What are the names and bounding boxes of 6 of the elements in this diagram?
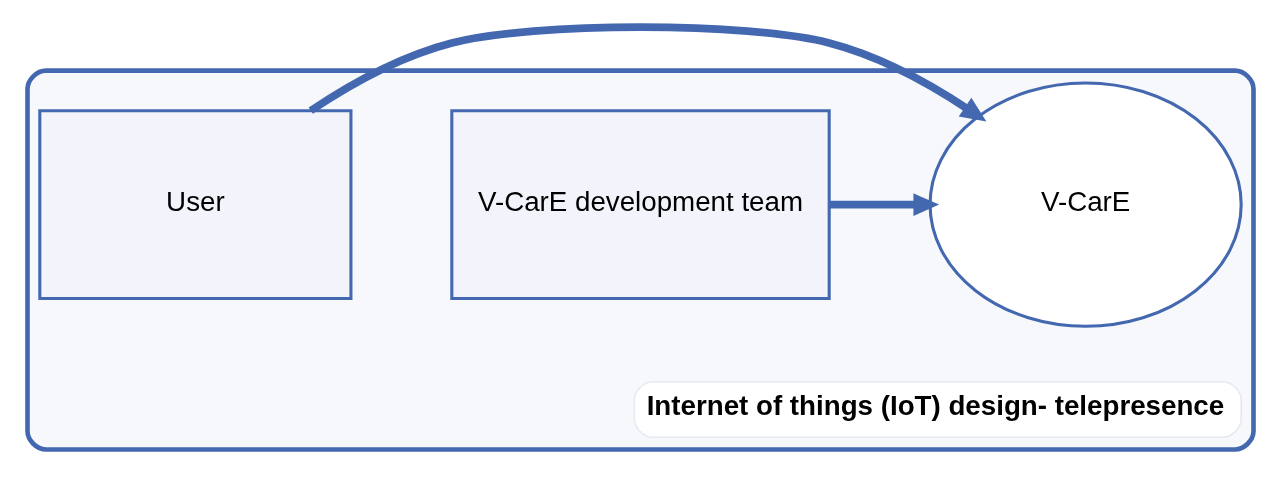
- node-box: User: [38, 108, 353, 300]
- arrow: [829, 192, 940, 216]
- node-ellipse: V-CarE: [928, 80, 1243, 328]
- node-box: Internet of things (IoT) design- telepresence: [633, 380, 1242, 438]
- node-box: V-CarE development team: [450, 108, 831, 300]
- cluster: [25, 67, 1256, 452]
